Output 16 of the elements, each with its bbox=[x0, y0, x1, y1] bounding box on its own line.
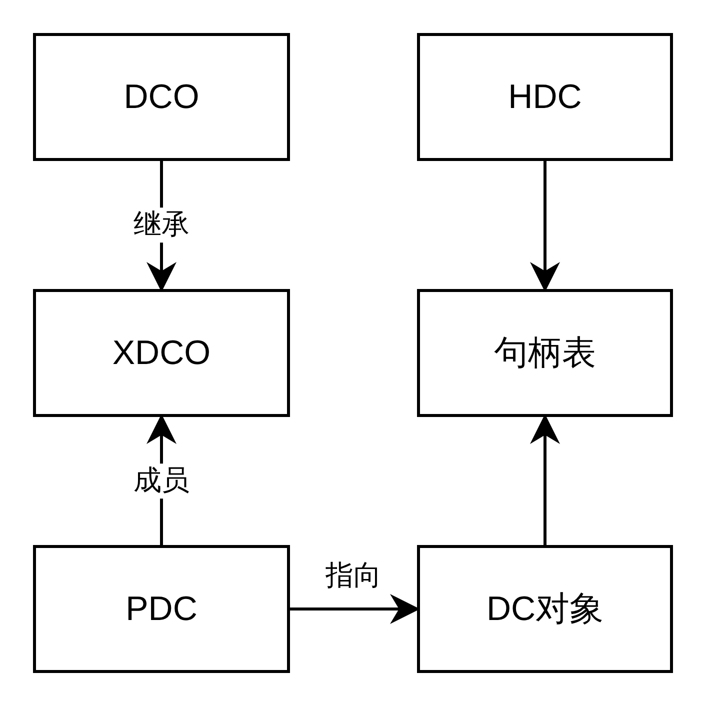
process-box bbox=[33, 289, 290, 417]
edge-label: 成员 bbox=[132, 464, 190, 498]
node-label: DCO bbox=[124, 78, 200, 116]
process-box bbox=[417, 33, 673, 161]
node-label: 句柄表 bbox=[494, 333, 596, 374]
edge-label: 指向 bbox=[324, 558, 382, 593]
edge-label: 继承 bbox=[132, 208, 190, 242]
arrow bbox=[530, 161, 560, 292]
process-box bbox=[33, 545, 290, 673]
node-label: DC对象 bbox=[486, 589, 604, 630]
process-box bbox=[417, 289, 673, 417]
node-label: PDC bbox=[126, 590, 198, 628]
node-label: XDCO bbox=[112, 334, 211, 372]
process-box bbox=[33, 33, 290, 161]
node-label: HDC bbox=[508, 78, 582, 116]
process-box bbox=[417, 545, 673, 673]
